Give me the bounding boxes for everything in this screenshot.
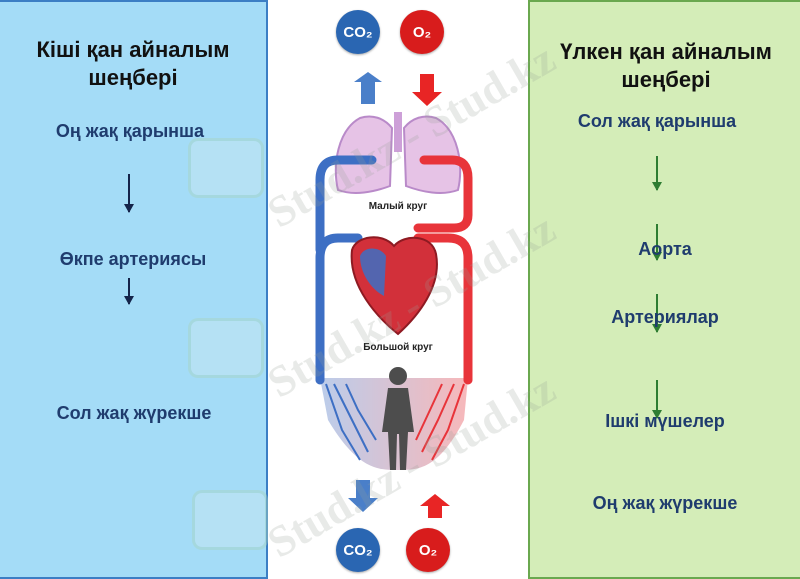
lungs-icon <box>334 112 462 194</box>
o2-top-icon: O₂ <box>400 10 444 54</box>
human-figure-icon <box>382 367 414 470</box>
small-circle-label: Малый круг <box>369 201 428 212</box>
o2-inhale-arrow-icon <box>412 74 442 106</box>
co2-bottom-icon: CO₂ <box>336 528 380 572</box>
heart-icon <box>350 236 438 336</box>
co2-exhale-arrow-icon <box>354 72 382 104</box>
o2-bottom-icon: O₂ <box>406 528 450 572</box>
pulmonary-vessels <box>315 155 473 255</box>
down-arrow-icon <box>652 224 662 261</box>
systemic-circulation-title: Үлкен қан айналым шеңбері <box>560 39 772 92</box>
circulation-diagram: Малый круг Большой круг <box>315 72 473 518</box>
down-arrow-icon <box>652 380 662 419</box>
down-arrow-icon <box>652 156 662 191</box>
co2-out-arrow-icon <box>348 480 378 512</box>
systemic-circulation-panel: Үлкен қан айналым шеңбері Сол жақ қарынш… <box>528 0 800 579</box>
down-arrow-icon <box>124 278 134 305</box>
co2-top-icon: CO₂ <box>336 10 380 54</box>
pulmonary-circulation-title: Кіші қан айналым шеңбері <box>36 37 230 90</box>
left-step-right-ventricle: Оң жақ қарынша <box>55 121 205 141</box>
left-step-pulmonary-artery: Өкпе артериясы <box>59 249 207 269</box>
left-step-left-atrium: Сол жақ жүрекше <box>56 403 212 423</box>
pulmonary-circulation-panel: Кіші қан айналым шеңбері Оң жақ қарынша … <box>0 0 268 579</box>
down-arrow-icon <box>124 174 134 213</box>
right-step-arteries: Артериялар <box>611 307 719 327</box>
down-arrow-icon <box>652 294 662 333</box>
right-step-aorta: Аорта <box>638 239 692 259</box>
o2-in-arrow-icon <box>420 494 450 518</box>
systemic-vessels <box>315 233 473 385</box>
big-circle-label: Большой круг <box>363 342 433 353</box>
right-step-right-atrium: Оң жақ жүрекше <box>592 493 738 513</box>
right-step-left-ventricle: Сол жақ қарынша <box>577 111 737 131</box>
right-step-internal-organs: Ішкі мүшелер <box>605 411 725 431</box>
